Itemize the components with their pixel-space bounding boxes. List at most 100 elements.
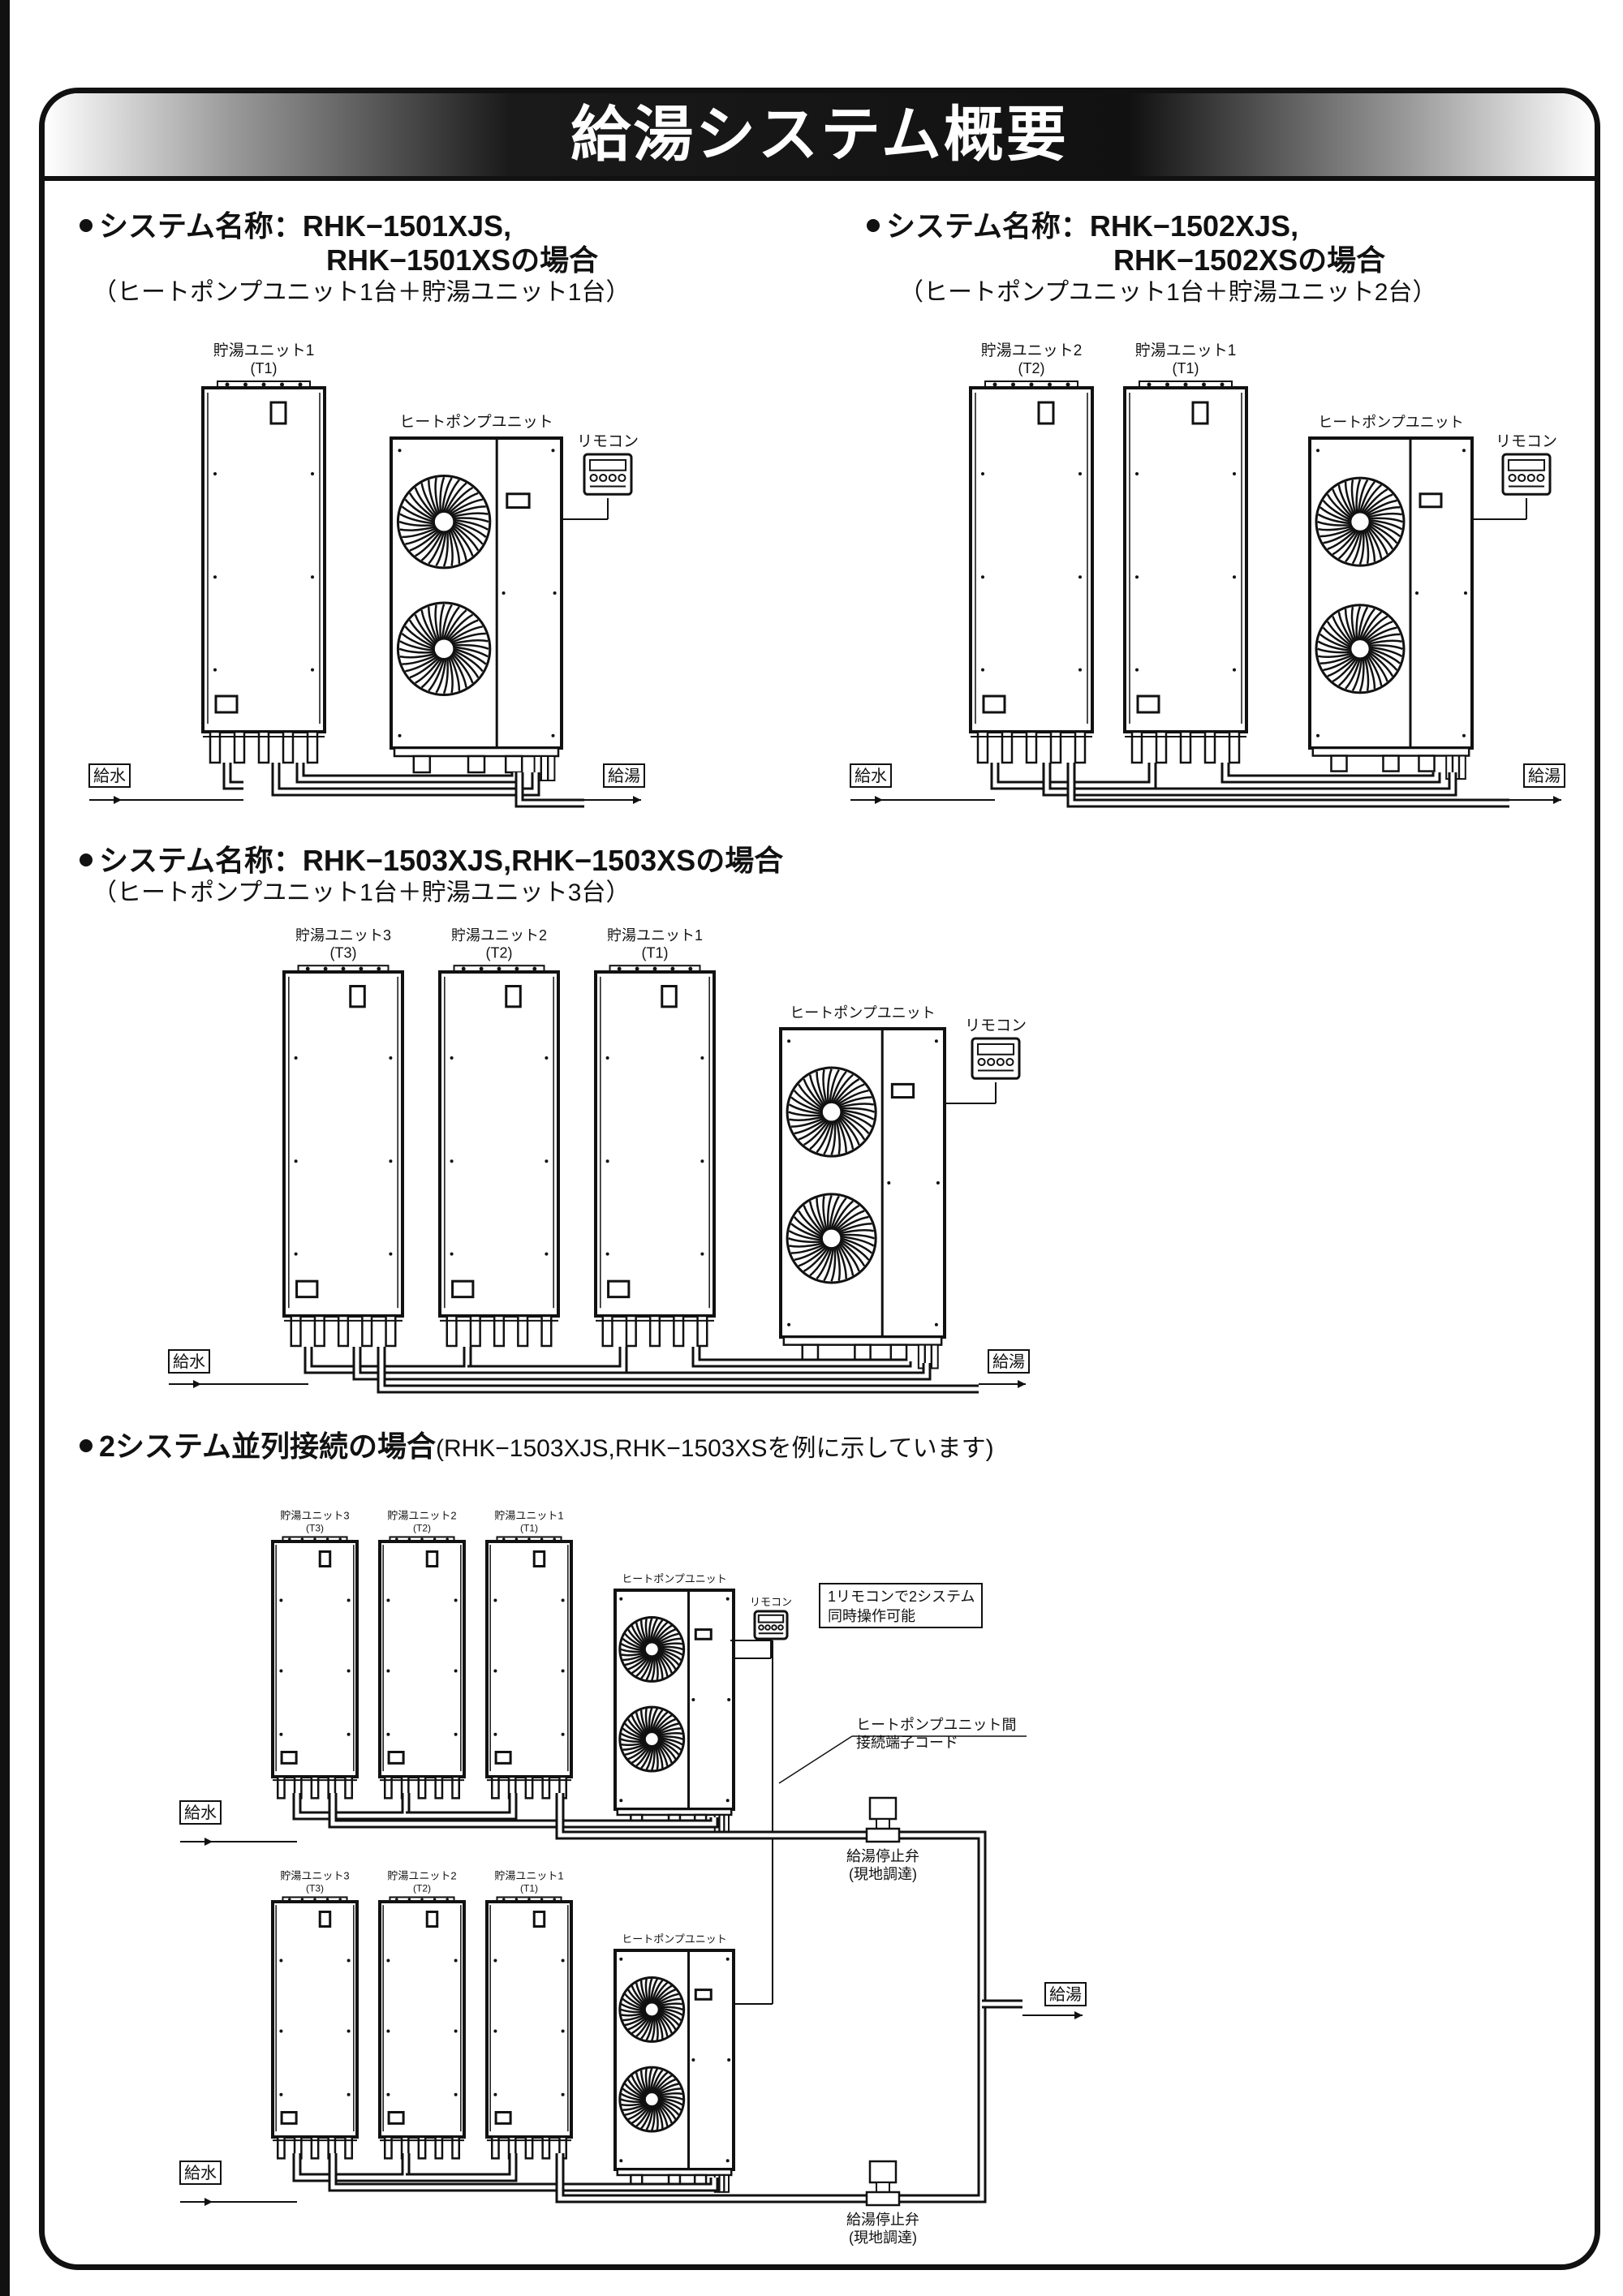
- lower-supply-pipe-a-inner: [295, 2153, 408, 2180]
- fan-blade: [624, 1653, 648, 1666]
- rivet: [454, 1732, 458, 1736]
- fan-blade: [657, 1732, 683, 1737]
- tank-pipe-leg: [1001, 730, 1014, 764]
- storage-tank: 貯湯ユニット2(T2): [438, 927, 560, 1348]
- fan-grille-icon: [1315, 604, 1406, 694]
- water-tag-box: [1523, 763, 1565, 788]
- fan-blade: [1327, 656, 1356, 677]
- fan-blade: [1369, 520, 1401, 538]
- fan-blade: [1367, 652, 1388, 682]
- rivet: [561, 1958, 565, 1963]
- remote-controller: リモコン: [577, 433, 639, 496]
- fan-blade: [454, 646, 489, 658]
- fan-blade: [658, 2096, 683, 2106]
- fan-blade: [627, 2014, 649, 2031]
- fan-blade: [649, 2068, 659, 2093]
- rivet: [1462, 449, 1466, 453]
- fan-blade: [631, 1655, 651, 1675]
- rivet: [1078, 575, 1082, 579]
- section-2-heading-2: RHK−1502XSの場合: [1113, 243, 1386, 277]
- remote-button-icon: [977, 1057, 986, 1067]
- fan-blade: [653, 1624, 673, 1644]
- rivet: [787, 1039, 791, 1043]
- rivet: [934, 1322, 938, 1326]
- rivet: [981, 668, 984, 672]
- fan-blade: [1350, 606, 1357, 641]
- fan-blade: [450, 626, 483, 643]
- tank-pipe-leg: [1179, 730, 1192, 764]
- fan-blade: [621, 1741, 647, 1747]
- service-panel-icon: [982, 694, 1006, 714]
- water-tag: 給湯: [1044, 1982, 1087, 2006]
- fan-blade: [452, 512, 489, 518]
- fan-blade: [1369, 649, 1398, 671]
- fan-blade: [656, 2103, 669, 2126]
- fan-blade: [790, 1096, 822, 1113]
- water-tag-label: 給湯: [992, 1352, 1025, 1371]
- rivet: [727, 1698, 731, 1701]
- rivet: [386, 1598, 390, 1602]
- rivet: [619, 2159, 623, 2163]
- valve-label: 給湯停止弁: [846, 1848, 919, 1864]
- fan-blade: [415, 531, 441, 557]
- fan-blade: [649, 1618, 659, 1643]
- fan-blade: [655, 2014, 664, 2039]
- fan-blade: [658, 1648, 682, 1661]
- rivet: [450, 1252, 454, 1256]
- fan-blade: [405, 528, 438, 545]
- fan-blade: [840, 1239, 870, 1261]
- rivet: [311, 575, 314, 579]
- fan-hub: [1349, 638, 1371, 660]
- fan-blade: [649, 1708, 659, 1733]
- fan-blade: [657, 2087, 682, 2096]
- fan-blade: [1358, 481, 1375, 513]
- fan-blade: [823, 1121, 834, 1155]
- fan-blade: [408, 492, 436, 519]
- tank-top-fitting-bolt: [1048, 382, 1052, 387]
- fan-blade: [657, 1997, 682, 2006]
- valve-sub-label: (現地調達): [849, 2229, 917, 2246]
- rivet: [725, 1957, 730, 1961]
- tank-pipe-leg: [541, 2135, 551, 2160]
- tank-body: [271, 1900, 359, 2139]
- fan-hub: [1349, 511, 1371, 533]
- fan-blade: [657, 1652, 673, 1674]
- fan-blade: [635, 2015, 652, 2037]
- section-4-note: (RHK−1503XJS,RHK−1503XSを例に示しています): [435, 1435, 994, 1462]
- rivet: [981, 472, 984, 475]
- remote-button-icon: [1508, 473, 1517, 483]
- tank-label: 貯湯ユニット2: [451, 927, 547, 944]
- water-out-arrow-head: [1018, 1380, 1026, 1388]
- fan-blade: [788, 1111, 823, 1117]
- rivet: [619, 1597, 623, 1601]
- bullet-icon: [80, 219, 93, 233]
- fan-hub: [820, 1101, 842, 1123]
- fan-blade: [658, 1739, 680, 1756]
- fan-blade: [839, 1229, 874, 1235]
- rivet: [1135, 472, 1139, 475]
- section-2-header: システム名称：RHK−1502XJS, RHK−1502XSの場合 （ヒートポン…: [867, 209, 1436, 308]
- fan-blade: [621, 2101, 647, 2107]
- fan-blade: [631, 1625, 647, 1647]
- fan-grille-icon: [618, 1705, 686, 1773]
- fan-blade: [624, 1993, 646, 2010]
- fan-blade: [841, 1111, 873, 1128]
- tank-top-fitting-bolt: [992, 382, 997, 387]
- storage-tank: 貯湯ユニット1(T1): [485, 1869, 573, 2160]
- storage-tank: 貯湯ユニット2(T2): [378, 1869, 466, 2160]
- rivet: [545, 1056, 549, 1060]
- fan-blade: [808, 1201, 825, 1233]
- fan-blade: [453, 651, 480, 678]
- tank-pipe-leg: [417, 1775, 427, 1799]
- fan-hub: [433, 510, 455, 533]
- heat-pump-body: [1308, 436, 1474, 750]
- fan-hub: [644, 1640, 661, 1658]
- fan-blade: [1319, 527, 1354, 538]
- fan-blade: [1367, 527, 1383, 559]
- fan-blade: [620, 2008, 646, 2014]
- pipe-pump-to-tank-inner: [694, 1347, 910, 1365]
- remote-button-icon: [589, 473, 598, 483]
- rivet: [386, 2029, 390, 2033]
- fan-blade: [837, 1119, 847, 1153]
